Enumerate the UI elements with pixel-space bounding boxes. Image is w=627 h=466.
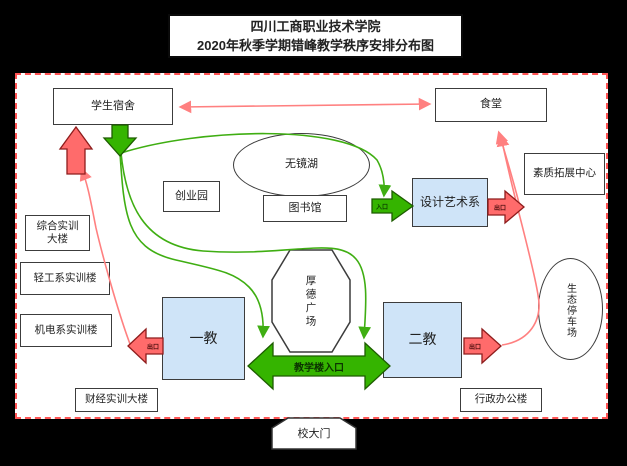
- node-innovation-park-label: 创业园: [175, 189, 208, 202]
- node-teaching-building-2-label: 二教: [408, 331, 437, 348]
- node-design-art-dept-label: 设计艺术系: [419, 195, 480, 209]
- node-school-gate-label: 校大门: [297, 428, 331, 440]
- school-gate-shape: [271, 417, 357, 450]
- node-lake: 无镜湖: [233, 133, 370, 197]
- node-finance-training: 财经实训大楼: [75, 388, 158, 412]
- node-teaching-building-2: 二教: [383, 302, 462, 378]
- node-lake-label: 无镜湖: [285, 158, 318, 171]
- node-light-industry-training: 轻工系实训楼: [20, 262, 110, 295]
- node-dormitory-label: 学生宿舍: [91, 99, 135, 112]
- node-admin-building-label: 行政办公楼: [474, 393, 528, 406]
- title-box: 四川工商职业技术学院 2020年秋季学期错峰教学秩序安排分布图: [168, 14, 463, 58]
- node-canteen-label: 食堂: [480, 98, 502, 111]
- node-admin-building: 行政办公楼: [460, 388, 542, 412]
- node-quality-center: 素质拓展中心: [524, 153, 605, 195]
- node-eco-parking: [538, 258, 603, 360]
- node-comprehensive-training: 综合实训 大楼: [25, 215, 90, 251]
- node-quality-center-label: 素质拓展中心: [533, 167, 596, 180]
- node-mechatronics-training-label: 机电系实训楼: [34, 323, 98, 336]
- node-innovation-park: 创业园: [163, 181, 220, 212]
- node-library-label: 图书馆: [288, 201, 322, 214]
- node-light-industry-training-label: 轻工系实训楼: [33, 271, 97, 284]
- node-finance-training-label: 财经实训大楼: [85, 393, 148, 406]
- node-comprehensive-training-line1: 综合实训: [36, 219, 79, 232]
- node-library: 图书馆: [263, 195, 347, 222]
- node-teaching-building-1: 一教: [162, 297, 245, 380]
- node-dormitory: 学生宿舍: [53, 88, 173, 125]
- node-design-art-dept: 设计艺术系: [412, 178, 488, 227]
- title-line2: 2020年秋季学期错峰教学秩序安排分布图: [197, 38, 434, 53]
- node-comprehensive-training-line2: 大楼: [47, 233, 68, 245]
- title-line1: 四川工商职业技术学院: [250, 18, 381, 34]
- node-mechatronics-training: 机电系实训楼: [20, 314, 112, 347]
- node-teaching-building-1-label: 一教: [189, 329, 218, 346]
- node-canteen: 食堂: [435, 88, 547, 122]
